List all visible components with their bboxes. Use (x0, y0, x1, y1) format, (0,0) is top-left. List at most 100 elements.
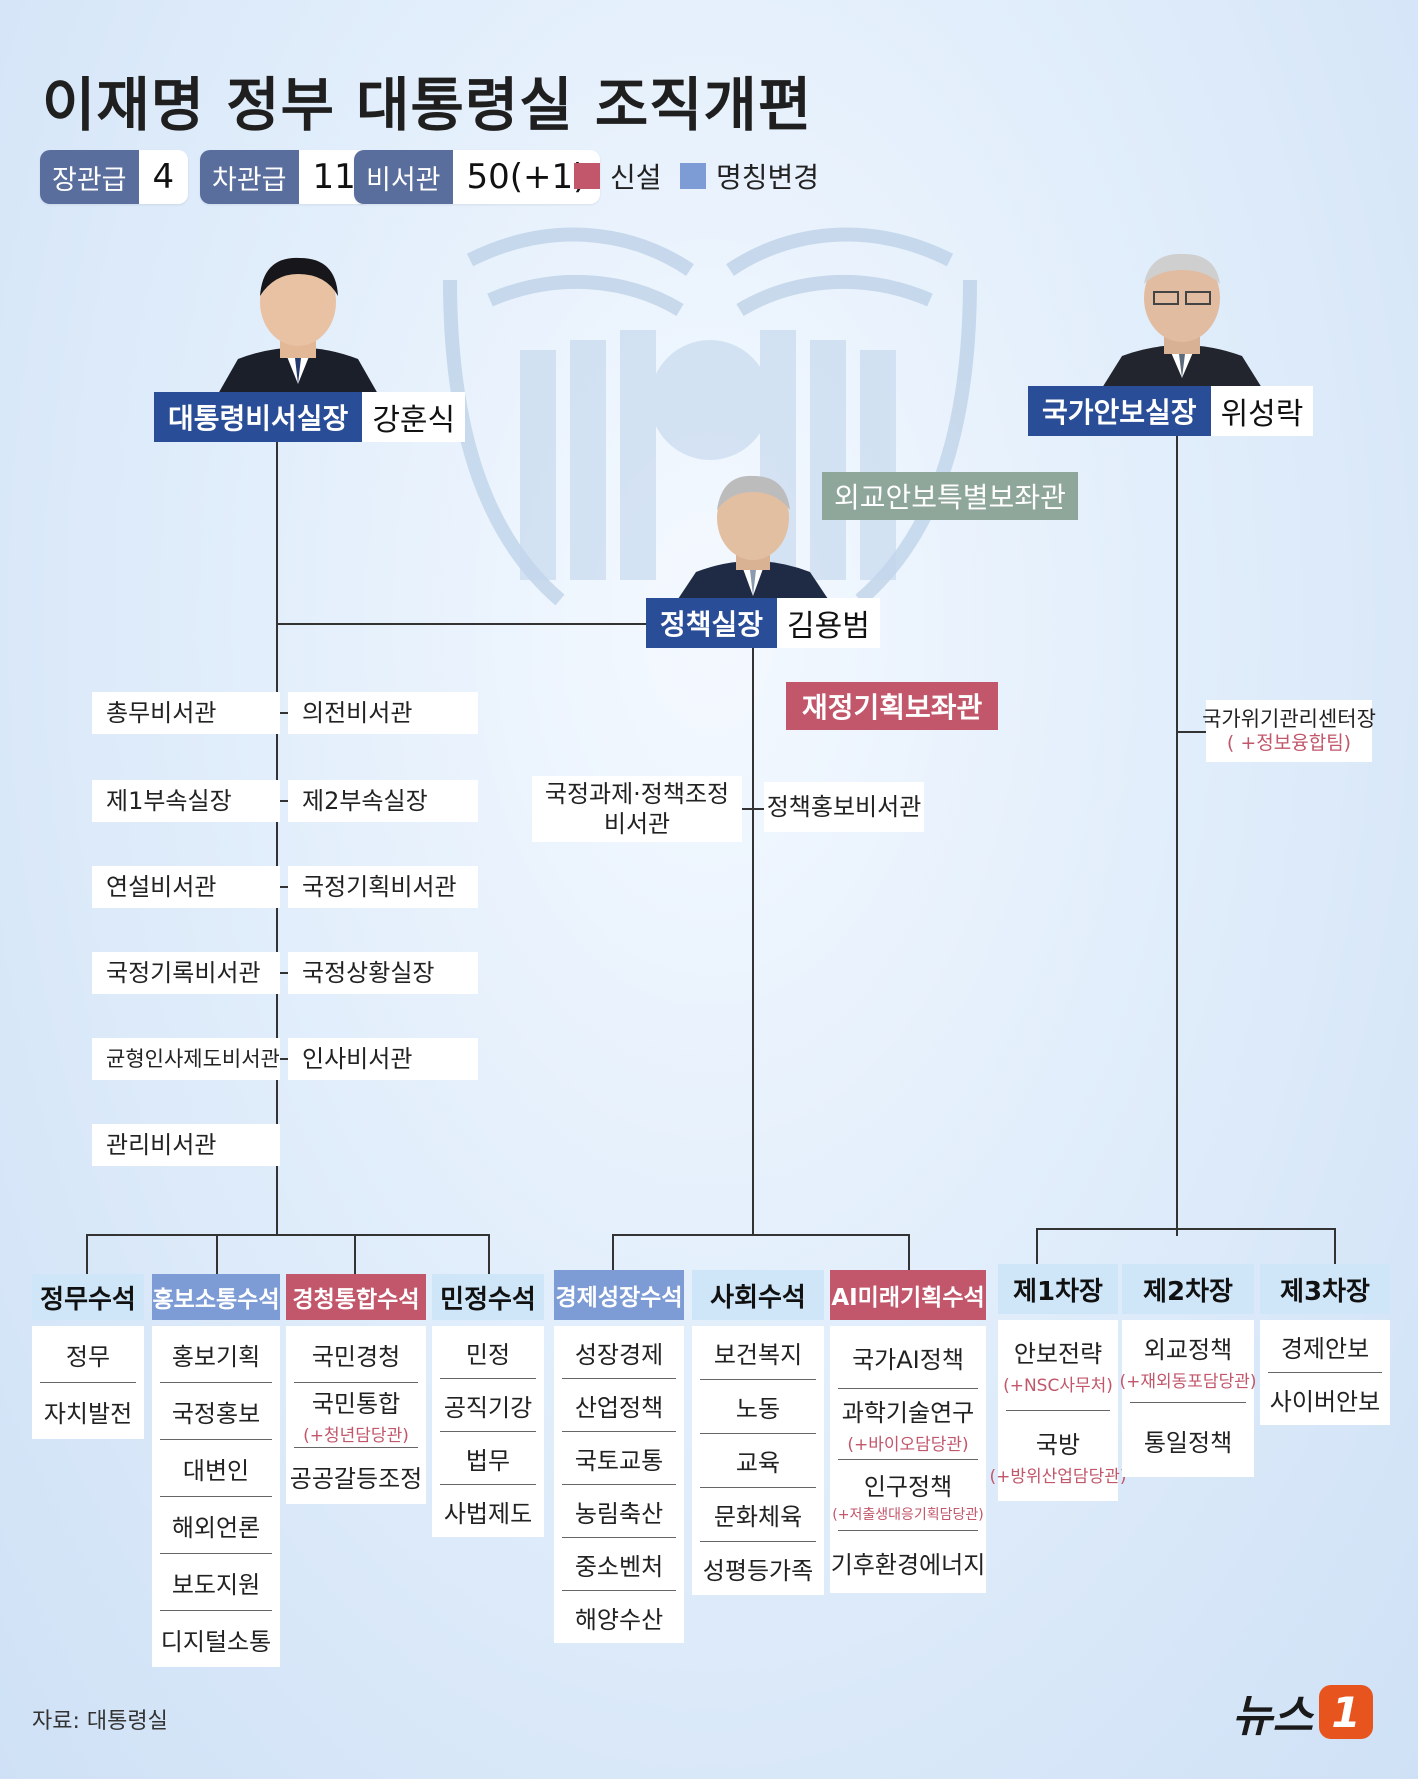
item-label: 보도지원 (171, 1570, 261, 1599)
department-item: 국정홍보 (160, 1383, 272, 1440)
item-label: 노동 (735, 1395, 781, 1423)
stat-label: 비서관 (354, 150, 453, 204)
role-title: 국가안보실장 (1028, 386, 1211, 436)
department-head: AI미래기획수석 (830, 1270, 986, 1320)
item-label: 해양수산 (574, 1605, 664, 1634)
portrait-chief-of-staff (218, 257, 378, 394)
fiscal-advisor-label: 재정기획보좌관 (786, 682, 999, 730)
crisis-center-title: 국가위기관리센터장 (1202, 707, 1376, 731)
item-label: 공직기강 (443, 1393, 533, 1422)
item-sub-label: (+NSC사무처) (1003, 1376, 1113, 1396)
department-item: 산업정책 (562, 1379, 676, 1432)
item-label: 경제안보 (1280, 1334, 1370, 1363)
department-item: 인구정책(+저출생대응기획담당관) (832, 1460, 984, 1531)
item-label: 외교정책 (1143, 1336, 1233, 1364)
connector (908, 1234, 910, 1274)
department-item: 외교정책(+재외동포담당관) (1120, 1320, 1257, 1403)
connector (1176, 731, 1206, 733)
source-note: 자료: 대통령실 (32, 1709, 168, 1734)
department-item: 보도지원 (160, 1554, 272, 1611)
department-head: 홍보소통수석 (152, 1274, 280, 1320)
cos-secretary-left: 관리비서관 (92, 1124, 280, 1166)
policy-chief-label: 정책실장 김용범 (646, 598, 880, 648)
cos-secretary-right: 제2부속실장 (288, 780, 478, 822)
cos-secretary-left: 국정기록비서관 (92, 952, 280, 994)
department-item: 사법제도 (440, 1485, 536, 1537)
item-label: 디지털소통 (160, 1627, 272, 1656)
department-item: 중소벤처 (562, 1538, 676, 1591)
item-label: 공공갈등조정 (289, 1464, 423, 1493)
department-item: 해양수산 (562, 1591, 676, 1643)
department-item: 디지털소통 (160, 1611, 272, 1667)
legend-swatch-renamed (680, 163, 706, 189)
connector (276, 440, 278, 1236)
item-sub-label: (+청년담당관) (303, 1426, 409, 1446)
legend-swatch-new (574, 163, 600, 189)
department-item: 정무 (40, 1326, 136, 1383)
item-label: 보건복지 (713, 1341, 803, 1369)
department-item: 법무 (440, 1432, 536, 1485)
item-label: 농림축산 (574, 1499, 664, 1528)
department-head: 제1차장 (998, 1264, 1118, 1314)
cos-secretary-right: 국정기획비서관 (288, 866, 478, 908)
department-head: 제3차장 (1260, 1264, 1390, 1314)
role-title: 정책실장 (646, 598, 778, 648)
department-head: 민정수석 (432, 1274, 544, 1320)
connector (1036, 1228, 1336, 1230)
department-head: 경제성장수석 (554, 1270, 684, 1320)
stat-minister-level: 장관급 4 (40, 150, 189, 204)
item-label: 안보전략 (1013, 1340, 1103, 1368)
department-item: 교육 (700, 1434, 816, 1488)
item-label: 산업정책 (574, 1393, 664, 1422)
connector (1334, 1228, 1336, 1268)
crisis-center-box: 국가위기관리센터장 ( +정보융합팀) (1202, 700, 1376, 762)
item-label: 성장경제 (574, 1340, 664, 1369)
connector (216, 1234, 218, 1274)
department-item: 성장경제 (562, 1326, 676, 1379)
cos-secretary-right: 의전비서관 (288, 692, 478, 734)
connector (742, 808, 764, 810)
portrait-policy-chief (676, 475, 830, 602)
department-item: 과학기술연구(+바이오담당관) (838, 1389, 978, 1460)
item-label: 국방 (1035, 1431, 1081, 1459)
role-title: 대통령비서실장 (154, 392, 363, 442)
connector (488, 1234, 490, 1274)
department-items: 외교정책(+재외동포담당관) 통일정책 (1120, 1320, 1257, 1477)
logo-mark: 1 (1318, 1685, 1373, 1739)
item-label: 기후환경에너지 (830, 1550, 986, 1579)
chief-of-staff-label: 대통령비서실장 강훈식 (154, 392, 466, 442)
news1-logo: 뉴스 1 (1232, 1680, 1373, 1744)
connector (752, 646, 754, 1236)
legend-new: 신설 (574, 156, 662, 196)
special-advisor-label: 외교안보특별보좌관 (822, 472, 1078, 520)
legend-renamed: 명칭변경 (680, 156, 819, 196)
item-label: 통일정책 (1143, 1428, 1233, 1457)
cos-secretary-left: 제1부속실장 (92, 780, 280, 822)
policy-secretary-right: 정책홍보비서관 (764, 782, 924, 832)
portrait-national-security (1102, 253, 1262, 388)
department-item: 안보전략 (+NSC사무처) (1003, 1320, 1113, 1411)
item-label: 국민통합 (311, 1390, 401, 1418)
department-head: 사회수석 (692, 1270, 824, 1320)
person-name: 위성락 (1210, 386, 1314, 436)
policy-secretary-left: 국정과제·정책조정 비서관 (532, 776, 742, 842)
stat-secretary: 비서관 50(+1) (354, 150, 601, 204)
department-item: 국가AI정책 (838, 1326, 978, 1389)
connector (276, 623, 650, 625)
connector (86, 1234, 490, 1236)
department-item: 문화체육 (700, 1488, 816, 1542)
stat-vice-minister-level: 차관급 11 (200, 150, 370, 204)
department-item: 민정 (440, 1326, 536, 1379)
item-label: 교육 (735, 1449, 781, 1477)
item-label: 민정 (465, 1340, 511, 1369)
item-label: 정무 (65, 1342, 111, 1371)
department-item: 자치발전 (40, 1383, 136, 1439)
item-label: 홍보기획 (171, 1342, 261, 1371)
item-sub-label: (+바이오담당관) (847, 1435, 969, 1455)
item-label: 중소벤처 (574, 1552, 664, 1581)
